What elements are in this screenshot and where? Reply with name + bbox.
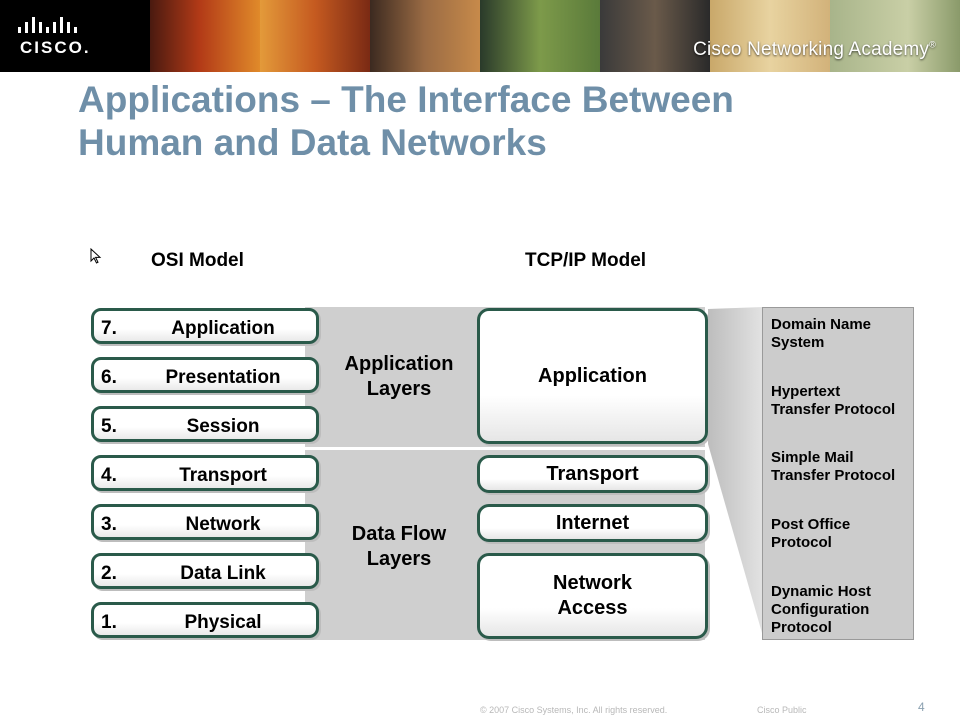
cisco-logo: CISCO. xyxy=(0,0,150,72)
label-line: Protocol xyxy=(771,534,832,551)
tcpip-layer-transport: Transport xyxy=(477,455,708,493)
protocol-dhcp: Dynamic Host Configuration Protocol xyxy=(771,583,911,637)
banner-photo xyxy=(480,0,600,72)
tcpip-layer-name: Application xyxy=(538,364,647,387)
osi-layer-physical: 1. Physical xyxy=(91,602,319,638)
panel-divider xyxy=(305,447,705,450)
mouse-pointer-icon xyxy=(90,248,102,264)
label-line: Protocol xyxy=(771,619,832,636)
tcpip-layer-name: Internet xyxy=(555,511,630,534)
protocol-pop: Post Office Protocol xyxy=(771,516,911,552)
osi-layer-presentation: 6. Presentation xyxy=(91,357,319,393)
copyright-notice: © 2007 Cisco Systems, Inc. All rights re… xyxy=(480,705,668,715)
label-line: Application xyxy=(344,353,454,375)
label-line: Network xyxy=(553,572,632,594)
application-protocols-panel: Domain Name System Hypertext Transfer Pr… xyxy=(762,307,914,640)
osi-layer-name: Transport xyxy=(179,465,267,486)
osi-layer-number: 3. xyxy=(101,514,117,535)
osi-layer-name: Physical xyxy=(184,612,262,633)
osi-layer-number: 6. xyxy=(101,367,117,388)
academy-name: Cisco Networking Academy xyxy=(693,39,930,60)
label-line: Domain Name xyxy=(771,316,872,333)
data-flow-layers-label: Data Flow Layers xyxy=(325,522,473,572)
label-line: Post Office xyxy=(771,516,851,533)
osi-layer-number: 2. xyxy=(101,563,117,584)
label-line: System xyxy=(771,334,825,351)
label-line: Configuration xyxy=(771,601,870,618)
osi-layer-number: 7. xyxy=(101,318,117,339)
cisco-wordmark: CISCO. xyxy=(20,38,91,57)
protocol-smtp: Simple Mail Transfer Protocol xyxy=(771,449,911,485)
osi-layer-number: 5. xyxy=(101,416,117,437)
banner-photo xyxy=(830,0,960,72)
networking-academy-title: Cisco Networking Academy® xyxy=(693,39,936,61)
label-line: Access xyxy=(557,597,628,619)
classification-label: Cisco Public xyxy=(757,705,807,715)
tcpip-layer-network-access: Network Access xyxy=(477,553,708,639)
osi-model-heading: OSI Model xyxy=(151,250,244,271)
osi-layer-transport: 4. Transport xyxy=(91,455,319,491)
osi-layer-name: Session xyxy=(186,416,260,437)
osi-layer-number: 1. xyxy=(101,612,117,633)
osi-layer-application: 7. Application xyxy=(91,308,319,344)
banner-photo xyxy=(710,0,830,72)
banner-photo xyxy=(260,0,370,72)
osi-layer-data-link: 2. Data Link xyxy=(91,553,319,589)
tcpip-layer-application: Application xyxy=(477,308,708,444)
protocol-http: Hypertext Transfer Protocol xyxy=(771,383,911,419)
projection-beam xyxy=(708,307,764,640)
title-line-2: Human and Data Networks xyxy=(78,122,547,163)
application-layers-label: Application Layers xyxy=(325,352,473,402)
label-line: Data Flow xyxy=(351,523,447,545)
osi-layer-name: Application xyxy=(171,318,275,339)
tcpip-layer-internet: Internet xyxy=(477,504,708,542)
protocol-dns: Domain Name System xyxy=(771,316,911,352)
slide-title: Applications – The Interface Between Hum… xyxy=(78,78,898,164)
cisco-bridge-icon xyxy=(18,17,77,33)
tcpip-layer-name: Transport xyxy=(546,462,639,485)
tcpip-layer-name: Network Access xyxy=(553,571,632,621)
banner-photo xyxy=(150,0,260,72)
label-line: Transfer Protocol xyxy=(771,401,896,418)
label-line: Hypertext xyxy=(771,383,841,400)
osi-layer-name: Presentation xyxy=(165,367,281,388)
label-line: Layers xyxy=(366,548,432,570)
title-line-1: Applications – The Interface Between xyxy=(78,79,734,120)
page-number: 4 xyxy=(918,700,925,714)
banner-photo xyxy=(600,0,710,72)
osi-layer-session: 5. Session xyxy=(91,406,319,442)
banner-photo xyxy=(370,0,480,72)
label-line: Transfer Protocol xyxy=(771,467,896,484)
osi-layer-number: 4. xyxy=(101,465,117,486)
osi-layer-name: Network xyxy=(185,514,261,535)
trademark-mark: ® xyxy=(929,39,936,50)
header-banner: CISCO. Cisco Networking Academy® xyxy=(0,0,960,72)
osi-layer-network: 3. Network xyxy=(91,504,319,540)
osi-layer-name: Data Link xyxy=(180,563,266,584)
label-line: Simple Mail xyxy=(771,449,854,466)
label-line: Dynamic Host xyxy=(771,583,872,600)
label-line: Layers xyxy=(366,378,432,400)
tcpip-model-heading: TCP/IP Model xyxy=(525,250,647,271)
